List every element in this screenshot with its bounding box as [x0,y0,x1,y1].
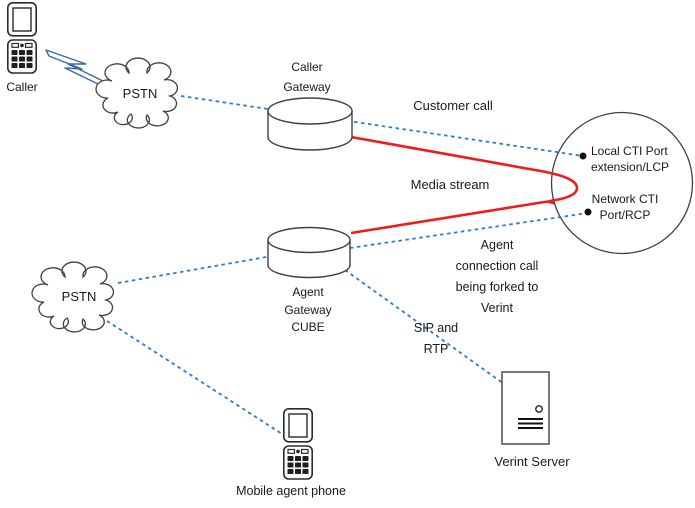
verint-server-label: Verint Server [494,454,570,469]
caller-label: Caller [6,80,38,94]
cti-circle [550,111,694,255]
pstn-top-label: PSTN [122,86,158,101]
verint-server-icon [501,371,550,445]
agent-gateway-shape [267,226,351,279]
pstn-agent-line [117,255,273,284]
caller-gateway-label: Caller Gateway [283,60,331,94]
lcp-dot [579,152,587,160]
lightning-bolt-icon [45,49,104,85]
mobile-agent-phone-label: Mobile agent phone [236,484,346,498]
mobile-agent-phone-icon [282,407,314,480]
pstn-bottom-label: PSTN [61,289,97,304]
sip-rtp-label: SIP and RTP [413,321,459,356]
media-stream-arrow [546,198,555,205]
customer-call-label: Customer call [413,98,493,113]
lcp-label: Local CTI Port extension/LCP [591,144,670,174]
agent-gateway-label: Agent Gateway CUBE [284,285,332,334]
sip-rtp-line [344,269,505,385]
pstn-mobile-line [106,320,294,442]
agent-connection-line [349,212,589,249]
caller-gateway-shape [267,97,353,151]
rcp-label: Network CTI Port/RCP [591,192,659,222]
rcp-dot [584,208,592,216]
caller-phone-icon [7,1,37,74]
customer-call-line [180,95,584,157]
agent-connection-label: Agent connection call being forked to Ve… [455,238,539,315]
media-stream-label: Media stream [410,177,490,192]
